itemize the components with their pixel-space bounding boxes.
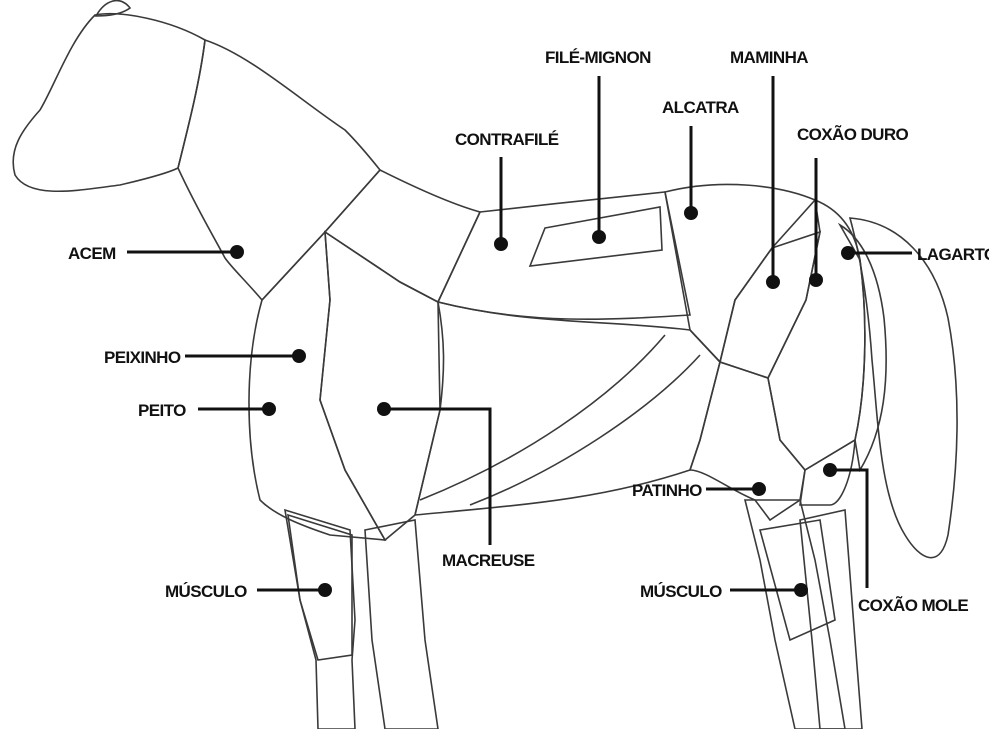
label-lagarto: LAGARTO xyxy=(917,245,989,264)
label-acem: ACEM xyxy=(68,244,116,263)
label-maminha: MAMINHA xyxy=(730,48,808,67)
label-coxao-duro: COXÃO DURO xyxy=(797,124,908,144)
label-musculo-rear: MÚSCULO xyxy=(640,582,722,601)
region-macreuse xyxy=(320,232,444,540)
macreuse-marker xyxy=(377,402,391,416)
peixinho-marker xyxy=(292,349,306,363)
front-leg-near xyxy=(285,510,355,729)
label-peixinho: PEIXINHO xyxy=(104,348,181,367)
label-contrafile: CONTRAFILÉ xyxy=(455,130,559,149)
rear-leg-far xyxy=(800,510,862,729)
region-withers xyxy=(325,170,480,302)
maminha-marker xyxy=(766,275,780,289)
head xyxy=(13,14,205,192)
file-mignon-marker xyxy=(592,230,606,244)
label-peito: PEITO xyxy=(138,401,186,420)
label-file-mignon: FILÉ-MIGNON xyxy=(545,48,651,67)
labels: ACEM PEIXINHO PEITO MÚSCULO CONTRAFILÉ F… xyxy=(68,48,989,615)
musculo-front-marker xyxy=(318,583,332,597)
front-leg-far xyxy=(365,520,438,729)
region-peito xyxy=(249,232,385,540)
coxao-mole-marker xyxy=(823,463,837,477)
label-alcatra: ALCATRA xyxy=(662,98,739,117)
region-maminha xyxy=(720,232,820,378)
acem-marker xyxy=(230,245,244,259)
label-musculo-front: MÚSCULO xyxy=(165,582,247,601)
patinho-marker xyxy=(752,482,766,496)
leader-lines xyxy=(127,76,912,597)
label-macreuse: MACREUSE xyxy=(442,551,535,570)
lagarto-marker xyxy=(841,246,855,260)
label-coxao-mole: COXÃO MOLE xyxy=(858,595,968,615)
contrafile-marker xyxy=(494,237,508,251)
region-patinho xyxy=(690,330,805,520)
coxao-duro-marker xyxy=(809,273,823,287)
label-patinho: PATINHO xyxy=(632,481,702,500)
rear-leg-near xyxy=(745,500,845,729)
peito-marker xyxy=(262,402,276,416)
alcatra-marker xyxy=(684,206,698,220)
region-acem xyxy=(178,40,380,300)
musculo-rear-marker xyxy=(794,583,808,597)
